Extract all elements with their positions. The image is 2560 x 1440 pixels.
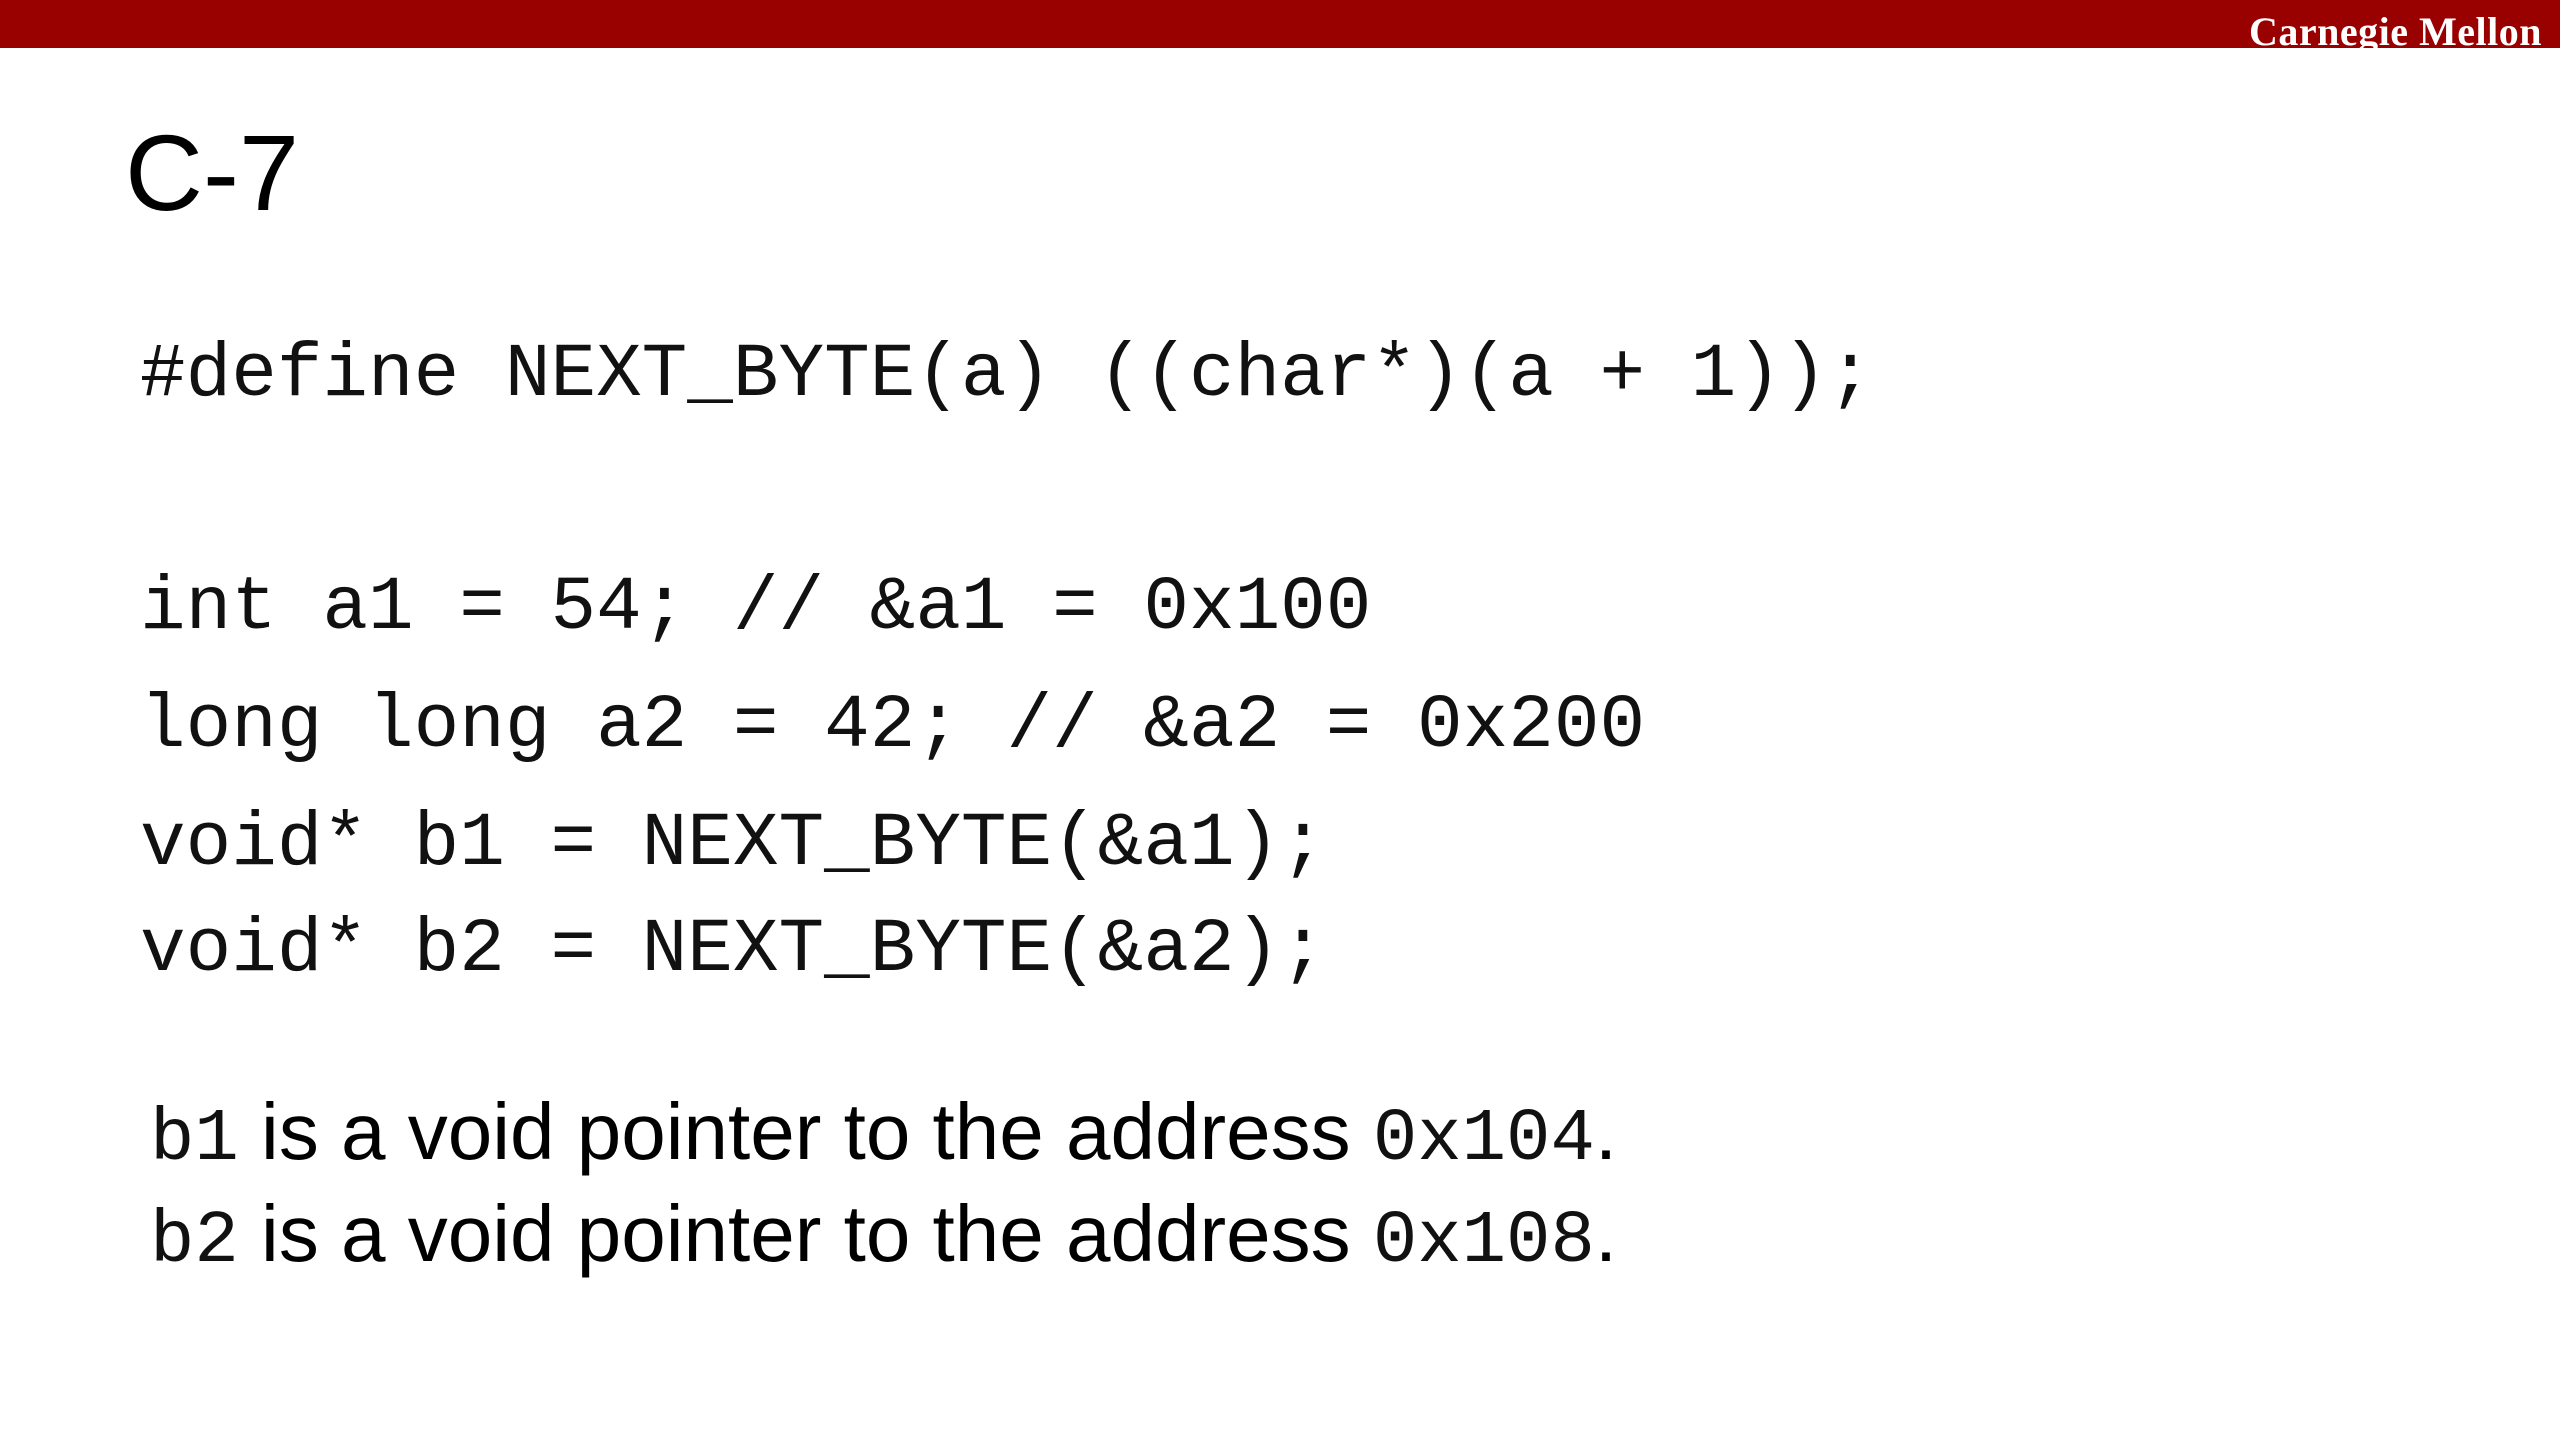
header-bar: Carnegie Mellon [0,0,2560,54]
code-line-b2: void* b2 = NEXT_BYTE(&a2); [140,907,1326,993]
answer-period: . [1594,1087,1618,1176]
answer-period: . [1594,1189,1618,1278]
answer-var: b1 [150,1098,239,1182]
slide-title: C-7 [125,112,300,233]
code-line-int: int a1 = 54; // &a1 = 0x100 [140,565,1372,651]
answer-text: is a void pointer to the address [238,1087,1373,1176]
answer-var: b2 [150,1200,239,1284]
answer-address: 0x104 [1372,1098,1595,1182]
answer-address: 0x108 [1372,1200,1595,1284]
answer-b2: b2 is a void pointer to the address 0x10… [150,1184,1617,1292]
code-line-long: long long a2 = 42; // &a2 = 0x200 [140,683,1646,769]
brand-logo-text: Carnegie Mellon [2249,9,2542,54]
answer-text: is a void pointer to the address [238,1189,1373,1278]
code-line-define: #define NEXT_BYTE(a) ((char*)(a + 1)); [140,332,1874,418]
code-line-b1: void* b1 = NEXT_BYTE(&a1); [140,801,1326,887]
answer-b1: b1 is a void pointer to the address 0x10… [150,1082,1617,1190]
